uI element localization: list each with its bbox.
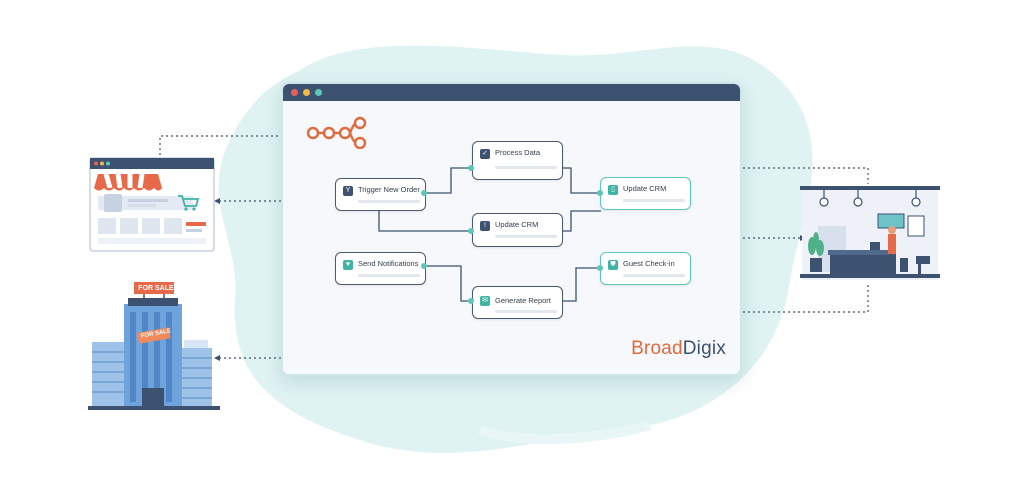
brand-part-1: Broad [631,338,683,359]
connector-port [597,190,603,196]
node-label: Guest Check-in [623,259,675,268]
workflow-window: Y Trigger New Order ✓ Process Data ! Upd… [281,82,742,376]
connector-port [421,263,427,269]
node-label: Send Notifications [358,259,419,268]
node-label: Update CRM [623,184,667,193]
node-update-crm-right[interactable]: ▯ Update CRM [600,177,691,210]
node-generate-report[interactable]: ✉ Generate Report [472,286,563,319]
storefront-browser-illustration [89,157,215,252]
connector-port [468,298,474,304]
workflow-canvas: Y Trigger New Order ✓ Process Data ! Upd… [283,101,740,374]
for-sale-sign-top: FOR SALE [138,285,174,292]
node-process-data[interactable]: ✓ Process Data [472,141,563,180]
window-titlebar [283,84,740,101]
clipboard-icon: ▯ [608,185,618,195]
node-label: Process Data [495,148,541,157]
window-close-dot[interactable] [291,89,298,96]
building-illustration [88,282,220,410]
node-guest-check-in[interactable]: ⛊ Guest Check-in [600,252,691,285]
heart-icon: ♥ [343,260,353,270]
workflow-connectors [378,167,601,302]
shield-icon: ⛊ [608,260,618,270]
y-trigger-icon: Y [343,186,353,196]
brand-part-2: Digix [682,338,726,359]
alert-icon: ! [480,221,490,231]
window-minimize-dot[interactable] [303,89,310,96]
connector-port [468,228,474,234]
node-trigger-new-order[interactable]: Y Trigger New Order [335,178,426,211]
hotel-reception-illustration [800,186,940,280]
check-icon: ✓ [480,149,490,159]
node-send-notifications[interactable]: ♥ Send Notifications [335,252,426,285]
cart-icon [178,195,200,211]
connector-port [421,190,427,196]
node-label: Generate Report [495,296,551,305]
window-maximize-dot[interactable] [315,89,322,96]
mail-icon: ✉ [480,296,490,306]
node-label: Trigger New Order [358,185,420,194]
broaddigix-logo: BroadDigix [631,338,726,360]
connector-port [597,265,603,271]
node-label: Update CRM [495,220,539,229]
n8n-workflow-icon [306,116,367,149]
node-update-crm-center[interactable]: ! Update CRM [472,213,563,247]
connector-port [468,165,474,171]
